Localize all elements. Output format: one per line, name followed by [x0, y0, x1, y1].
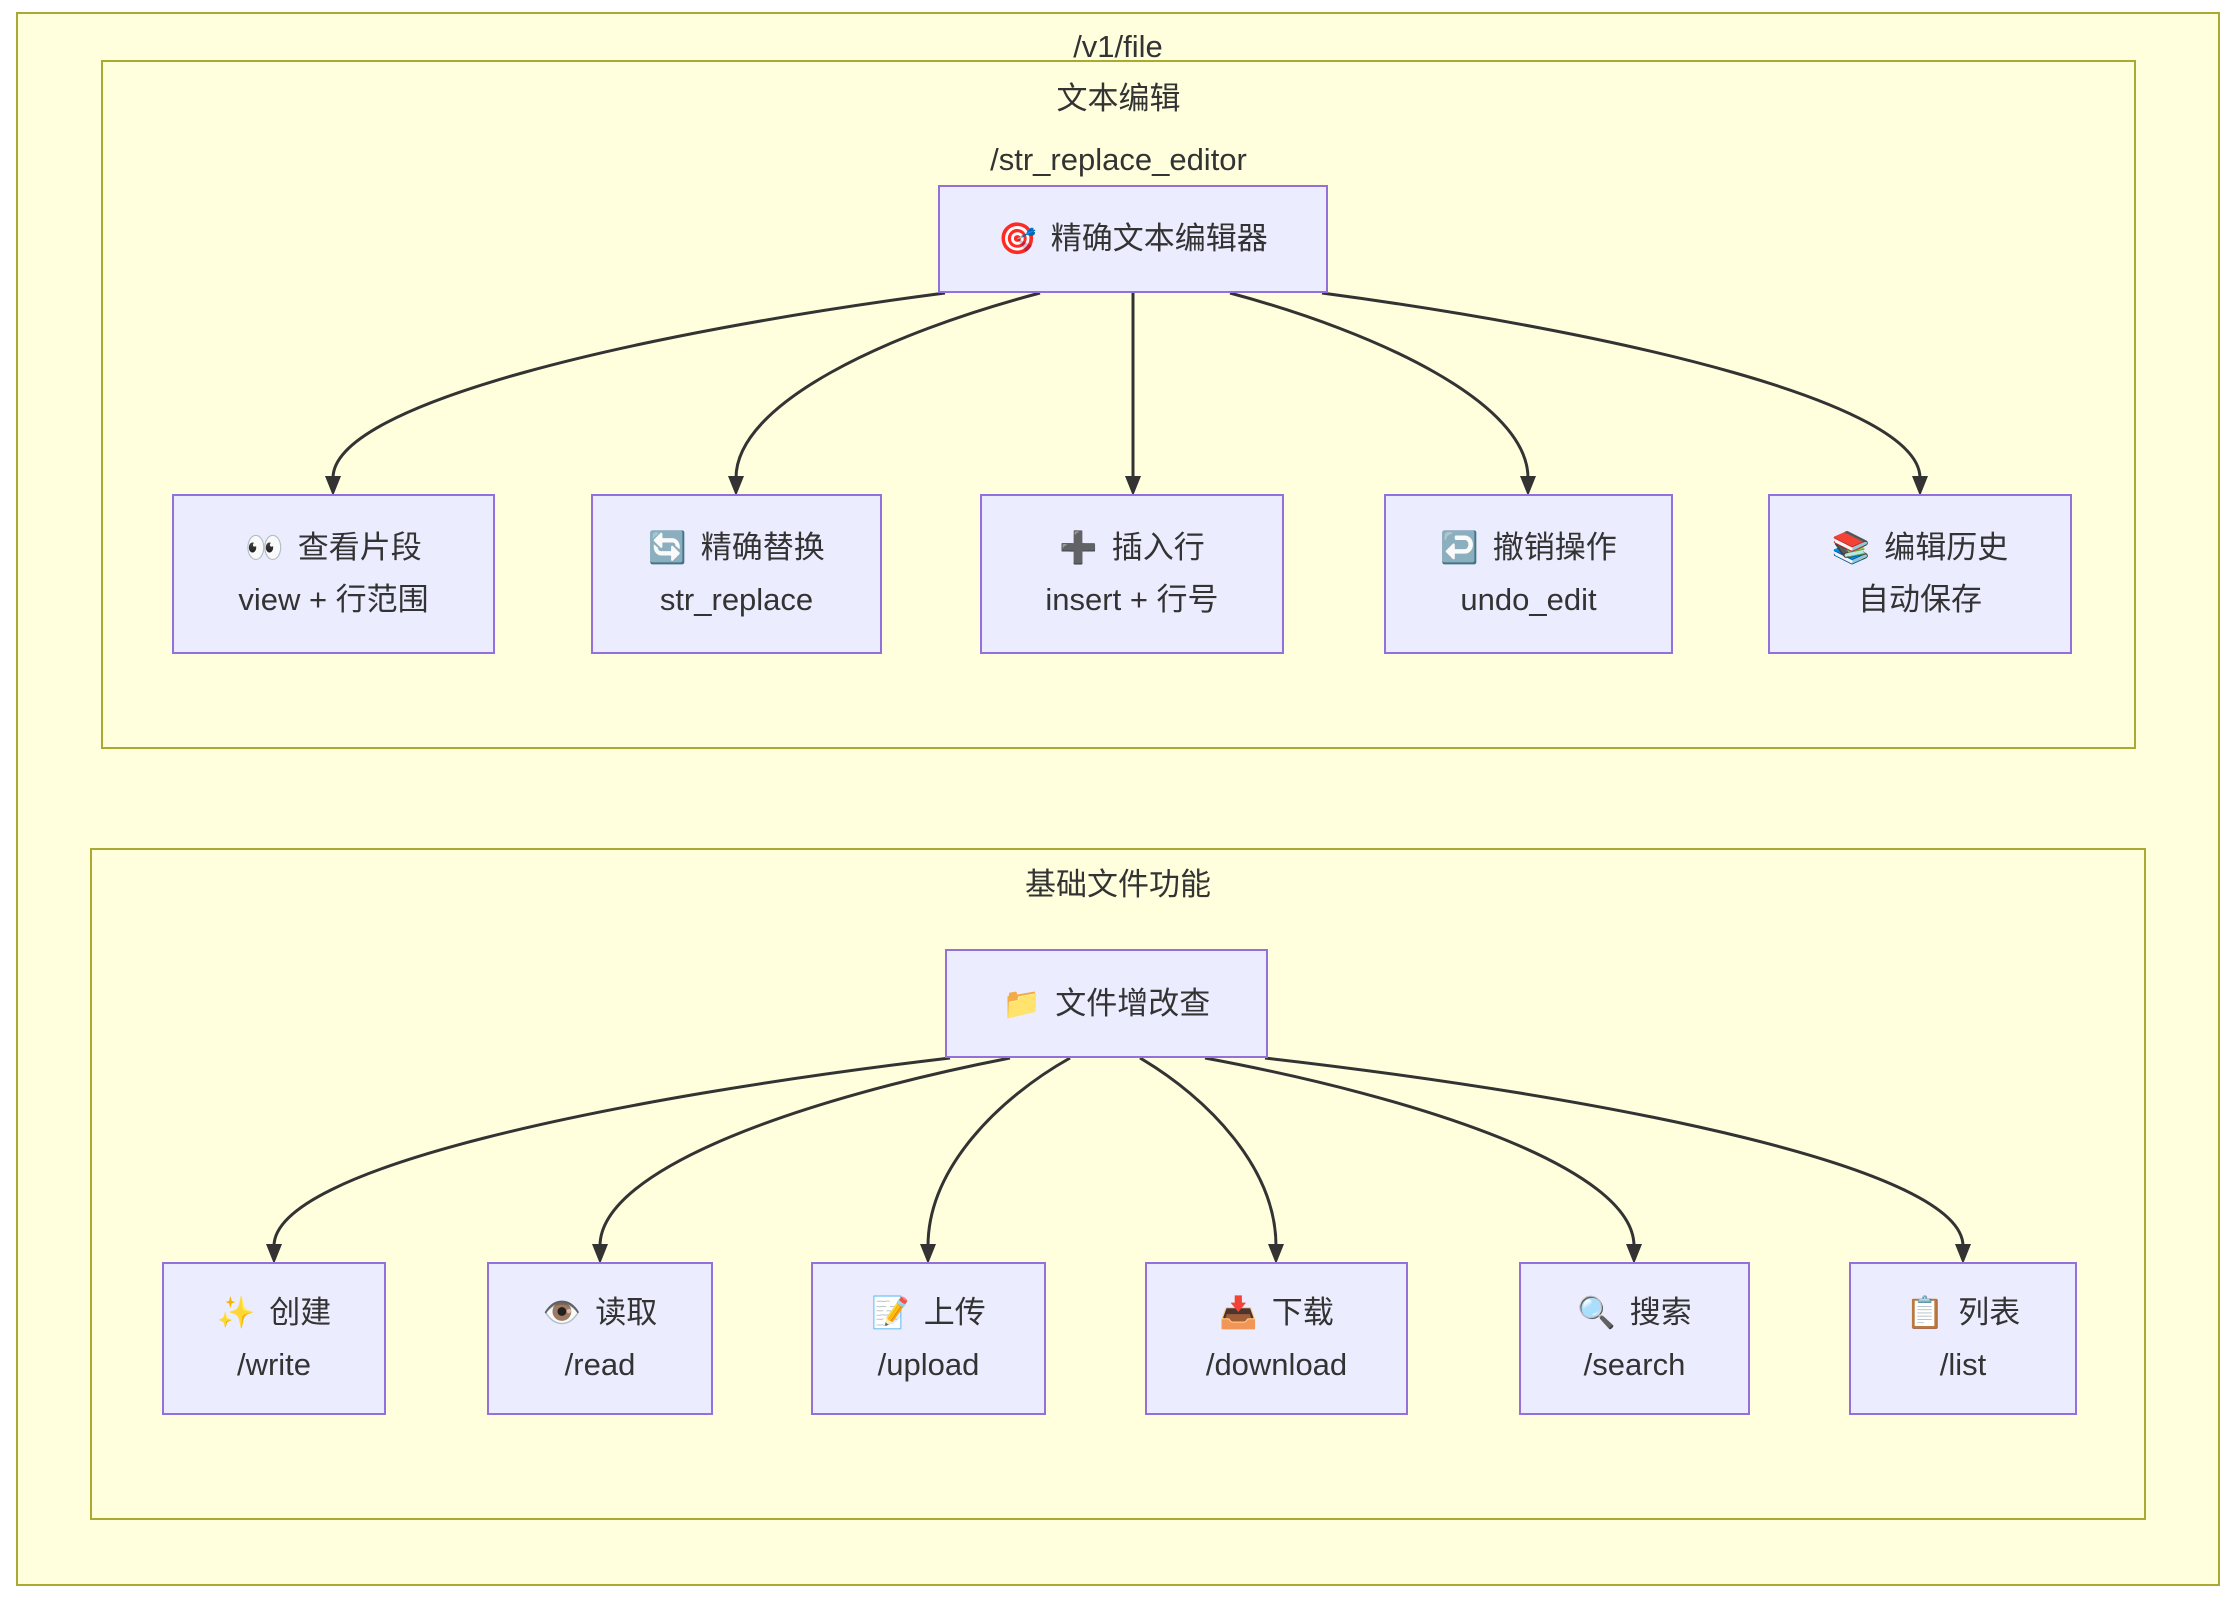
node-view-label: 查看片段: [297, 530, 422, 565]
clipboard-icon: 📋: [1905, 1294, 1945, 1330]
inbox-tray-icon: 📥: [1219, 1294, 1258, 1330]
node-list-sublabel: /list: [1939, 1346, 1987, 1382]
books-icon: 📚: [1831, 530, 1871, 565]
node-insert-sublabel: insert + 行号: [1045, 582, 1219, 617]
node-upload-label: 上传: [923, 1294, 986, 1330]
magnifying-glass-icon: 🔍: [1577, 1294, 1616, 1330]
node-read-label: 读取: [595, 1294, 658, 1330]
node-view-sublabel: view + 行范围: [238, 582, 429, 617]
cluster-v1-file-title: /v1/file: [1073, 29, 1163, 64]
cluster-text-edit-title-line2: /str_replace_editor: [990, 142, 1247, 177]
cluster-basic-file-title: 基础文件功能: [1025, 867, 1211, 902]
node-write: ✨ 创建 /write: [162, 1262, 386, 1415]
node-search-sublabel: /search: [1583, 1346, 1686, 1382]
node-precise-text-editor-label: 精确文本编辑器: [1050, 221, 1268, 256]
node-download: 📥 下载 /download: [1145, 1262, 1408, 1415]
node-undo-edit-sublabel: undo_edit: [1460, 582, 1597, 617]
undo-arrow-icon: ↩️: [1440, 530, 1479, 565]
node-download-label: 下载: [1271, 1294, 1334, 1330]
dart-target-icon: 🎯: [998, 221, 1037, 256]
node-undo-edit: ↩️ 撤销操作 undo_edit: [1384, 494, 1673, 654]
node-upload: 📝 上传 /upload: [811, 1262, 1046, 1415]
node-list-label: 列表: [1958, 1294, 2021, 1330]
node-write-sublabel: /write: [236, 1346, 312, 1382]
node-list: 📋 列表 /list: [1849, 1262, 2077, 1415]
node-edit-history-label: 编辑历史: [1884, 530, 2009, 565]
node-insert: ➕ 插入行 insert + 行号: [980, 494, 1284, 654]
memo-icon: 📝: [871, 1294, 910, 1330]
node-search-label: 搜索: [1629, 1294, 1692, 1330]
node-edit-history-sublabel: 自动保存: [1858, 582, 1982, 617]
node-edit-history: 📚 编辑历史 自动保存: [1768, 494, 2072, 654]
node-write-label: 创建: [269, 1294, 332, 1330]
node-upload-sublabel: /upload: [877, 1346, 980, 1382]
node-read-sublabel: /read: [564, 1346, 636, 1382]
cluster-text-edit-title-line1: 文本编辑: [1056, 81, 1181, 116]
node-file-crud: 📁 文件增改查: [945, 949, 1268, 1058]
node-undo-edit-label: 撤销操作: [1492, 530, 1617, 565]
node-str-replace-sublabel: str_replace: [659, 582, 814, 617]
folder-icon: 📁: [1002, 985, 1042, 1021]
counterclockwise-arrows-icon: 🔄: [648, 530, 687, 565]
eye-icon: 👁️: [542, 1294, 582, 1330]
node-read: 👁️ 读取 /read: [487, 1262, 713, 1415]
node-precise-text-editor: 🎯 精确文本编辑器: [938, 185, 1328, 293]
node-str-replace-label: 精确替换: [700, 530, 825, 565]
node-str-replace: 🔄 精确替换 str_replace: [591, 494, 882, 654]
sparkles-icon: ✨: [216, 1294, 256, 1330]
eyes-icon: 👀: [245, 530, 284, 565]
node-file-crud-label: 文件增改查: [1055, 985, 1211, 1021]
node-insert-label: 插入行: [1111, 530, 1205, 565]
node-search: 🔍 搜索 /search: [1519, 1262, 1750, 1415]
node-view: 👀 查看片段 view + 行范围: [172, 494, 495, 654]
plus-icon: ➕: [1059, 530, 1098, 565]
node-download-sublabel: /download: [1205, 1346, 1348, 1382]
